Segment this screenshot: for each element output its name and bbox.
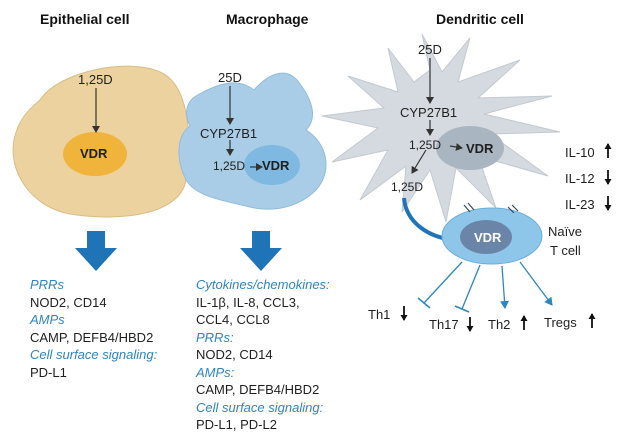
list-item: NOD2, CD14 <box>196 347 273 362</box>
cytokine-down-arrow-icon <box>604 196 612 211</box>
tcell-receptor-left <box>463 202 475 213</box>
tcell-receptor-right <box>507 204 519 214</box>
tcell-to-th17-inhibit <box>461 264 481 310</box>
macrophage-precursor: 25D <box>218 70 242 85</box>
macrophage-down-arrow <box>240 231 282 271</box>
macrophage-nucleus <box>244 145 300 185</box>
tcell-label-line2: T cell <box>550 243 581 258</box>
output-th2: Th2 <box>488 317 511 332</box>
cytokine-label: IL-12 <box>565 171 595 186</box>
macrophage-cell-body <box>178 72 327 210</box>
direction-arrows <box>400 143 612 332</box>
tcell-to-tregs-arrow <box>519 261 553 306</box>
tcell-to-th2-arrow <box>500 265 509 309</box>
output-th17: Th17 <box>429 317 459 332</box>
macrophage-enzyme: CYP27B1 <box>200 126 258 141</box>
epithelial-title: Epithelial cell <box>40 11 130 27</box>
epithelial-nucleus <box>63 132 127 176</box>
dendritic-precursor: 25D <box>418 42 442 57</box>
dendritic-out-arrow <box>411 149 427 174</box>
list-category: AMPs: <box>196 364 235 380</box>
list-category: Cell surface signaling: <box>30 347 158 362</box>
tcell-vdr: VDR <box>474 230 502 245</box>
list-item: CCL4, CCL8 <box>196 312 270 327</box>
dendritic-cell-body <box>321 33 561 223</box>
macrophage-vdr: VDR <box>262 158 290 173</box>
epithelial-vdr: VDR <box>80 146 108 161</box>
tcell-label-line1: Naïve <box>548 224 582 239</box>
epithelial-down-arrow <box>75 231 117 271</box>
dendritic-ligand-arrow <box>449 143 463 151</box>
th17-inhibit-bar <box>454 305 470 313</box>
output-down-arrow-icon <box>400 306 408 321</box>
list-item: PD-L1 <box>30 364 67 380</box>
macrophage-effector-list: Cytokines/chemokines: IL-1β, IL-8, CCL3, C… <box>196 276 330 434</box>
dendritic-ligand: 1,25D <box>409 138 442 152</box>
dendritic-vdr: VDR <box>466 141 494 156</box>
tcell-to-th1-inhibit <box>423 261 463 304</box>
cytokine-label: IL-10 <box>565 145 595 160</box>
output-th1: Th1 <box>368 307 391 322</box>
cytokine-up-arrow-icon <box>604 143 612 158</box>
list-item: IL-1β, IL-8, CCL3, <box>196 294 300 310</box>
th1-inhibit-bar <box>417 297 431 309</box>
dendritic-enzyme: CYP27B1 <box>400 105 458 120</box>
cytokine-label: IL-23 <box>565 197 595 212</box>
list-category: Cell surface signaling: <box>196 399 324 415</box>
tcell-nucleus <box>460 220 512 254</box>
dendritic-nucleus <box>436 126 504 170</box>
dendritic-title: Dendritic cell <box>436 11 524 27</box>
output-up-arrow-icon <box>520 315 528 330</box>
list-category: AMPs <box>30 312 65 327</box>
output-up-arrow-icon <box>588 313 596 328</box>
output-tregs: Tregs <box>544 315 577 330</box>
cytokine-down-arrow-icon <box>604 170 612 185</box>
dendritic-ligand-out: 1,25D <box>391 180 424 194</box>
list-category: Cytokines/chemokines: <box>196 277 330 292</box>
macrophage-ligand: 1,25D <box>213 159 246 173</box>
list-category: PRRs <box>30 277 64 292</box>
list-item: CAMP, DEFB4/HBD2 <box>30 329 154 345</box>
list-item: NOD2, CD14 <box>30 294 107 310</box>
list-item: PD-L1, PD-L2 <box>196 417 277 432</box>
list-item: CAMP, DEFB4/HBD2 <box>196 382 320 397</box>
output-down-arrow-icon <box>466 317 474 332</box>
epithelial-ligand: 1,25D <box>78 72 113 87</box>
macrophage-title: Macrophage <box>226 11 309 27</box>
list-category: PRRs: <box>196 329 234 345</box>
